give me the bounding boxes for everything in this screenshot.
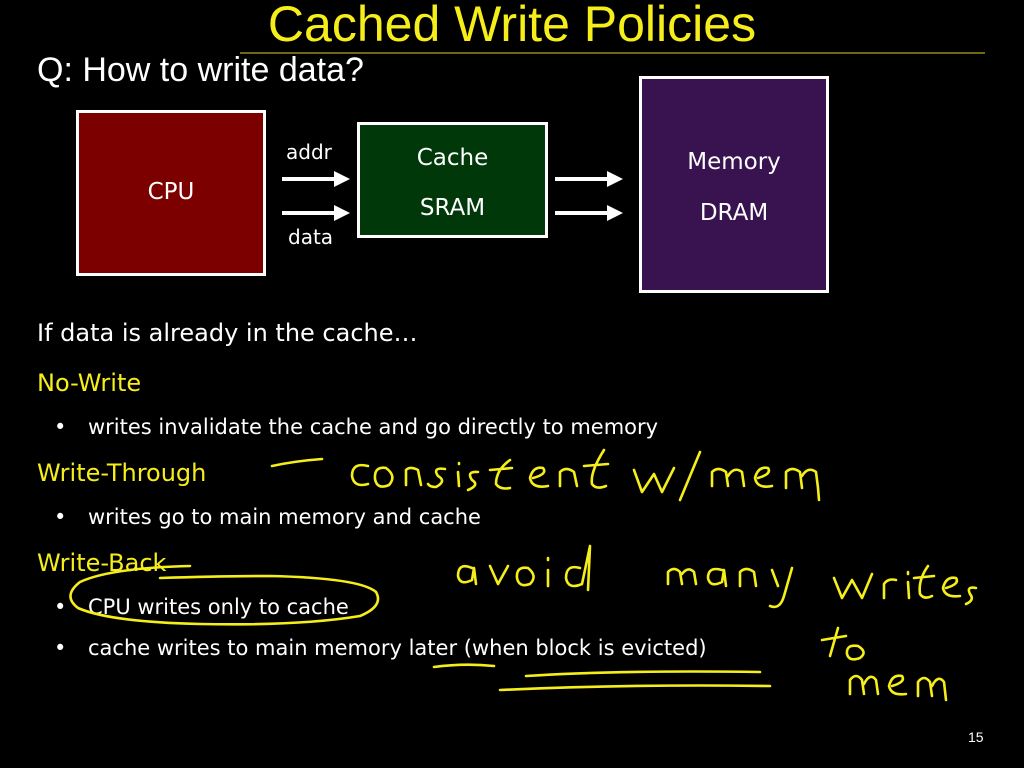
data-label: data: [288, 225, 334, 249]
bullet-dot: •: [54, 415, 67, 439]
ink-write-back-note-line3: [848, 674, 948, 702]
bullet-item: • writes go to main memory and cache: [54, 503, 481, 531]
addr-label: addr: [286, 140, 332, 164]
ink-write-through-note: [350, 448, 821, 502]
bullet-dot: •: [54, 636, 67, 660]
ink-write-back-note-line2: [820, 626, 865, 661]
cache-to-memory-arrow-2: [555, 205, 623, 221]
bullet-item: • writes invalidate the cache and go dir…: [54, 413, 659, 441]
bullet-item: • CPU writes only to cache: [54, 593, 349, 621]
bullet-dot: •: [54, 595, 67, 619]
bullet-text: CPU writes only to cache: [88, 595, 349, 619]
cache-box: Cache SRAM: [357, 122, 548, 238]
cache-to-memory-arrow-1: [555, 171, 623, 187]
title-divider: [240, 52, 985, 54]
dram-label: DRAM: [699, 200, 769, 226]
ink-underline-evicted: [524, 670, 762, 678]
ink-write-back-note-line1: [456, 544, 978, 609]
cpu-label: CPU: [147, 179, 195, 205]
ink-underline-long: [498, 684, 772, 692]
cpu-to-cache-data-arrow: [282, 205, 350, 221]
question-text: Q: How to write data?: [37, 51, 364, 89]
cpu-box: CPU: [76, 110, 266, 276]
memory-box: Memory DRAM: [639, 76, 829, 293]
page-number: 15: [968, 729, 984, 745]
sram-label: SRAM: [419, 195, 486, 221]
slide-title: Cached Write Policies: [267, 0, 757, 52]
intro-text: If data is already in the cache…: [37, 319, 418, 347]
bullet-dot: •: [54, 505, 67, 529]
ink-underline-later: [432, 663, 496, 669]
memory-label: Memory: [687, 149, 781, 175]
ink-dash: [270, 457, 324, 468]
bullet-text: writes invalidate the cache and go direc…: [88, 415, 659, 439]
cache-label: Cache: [416, 145, 489, 171]
policy-heading-no-write: No-Write: [37, 369, 142, 397]
bullet-text: cache writes to main memory later (when …: [88, 636, 707, 660]
cpu-to-cache-addr-arrow: [282, 171, 350, 187]
bullet-item: • cache writes to main memory later (whe…: [54, 634, 707, 662]
policy-heading-write-back: Write-Back: [37, 549, 167, 577]
policy-heading-write-through: Write-Through: [37, 459, 207, 487]
bullet-text: writes go to main memory and cache: [88, 505, 481, 529]
